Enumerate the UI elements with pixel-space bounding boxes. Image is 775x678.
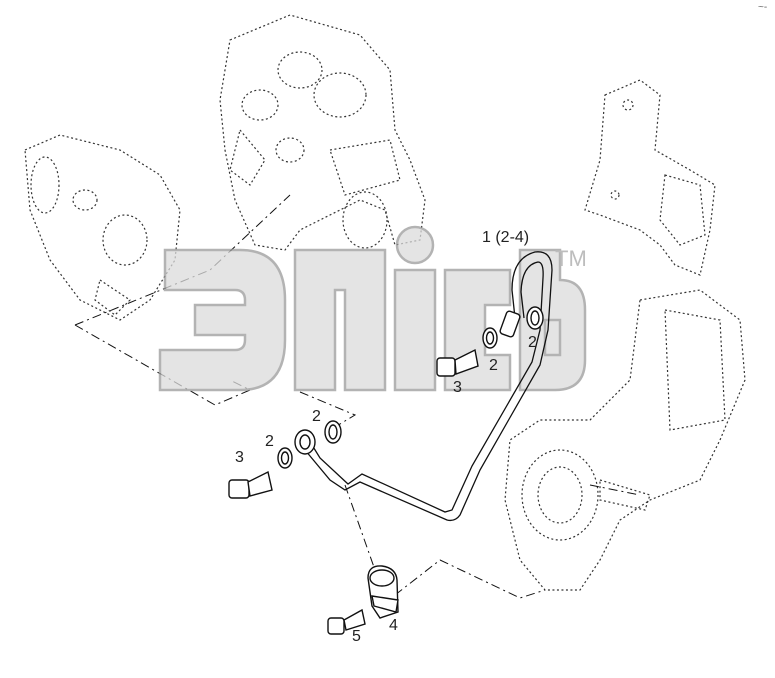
callout-clamp: 4 [389, 617, 398, 634]
callout-washer-mid: 2 [312, 408, 321, 425]
callout-washer-top-mid: 2 [489, 357, 498, 374]
pump-housing-ghost [504, 289, 746, 591]
pipe-clamp [367, 565, 399, 619]
callout-bolt-low: 3 [235, 449, 244, 466]
engine-block-ghost [219, 14, 426, 251]
upper-banjo-bolt [436, 306, 544, 377]
callout-clamp-bolt: 5 [352, 628, 361, 645]
callout-bolt-top: 3 [453, 379, 462, 396]
callout-washer-low: 2 [265, 433, 274, 450]
callout-main-pipe: 1 (2-4) [482, 229, 529, 246]
lower-banjo-fitting [228, 420, 342, 499]
clamp-bolt [327, 608, 366, 635]
timing-cover-ghost [24, 134, 181, 321]
watermark-tm: TM [555, 246, 587, 271]
oil-pipe [304, 251, 553, 522]
callout-washer-top-right: 2 [528, 334, 537, 351]
corner-mark: ~- [758, 2, 767, 13]
bracket-ghost [584, 79, 716, 276]
